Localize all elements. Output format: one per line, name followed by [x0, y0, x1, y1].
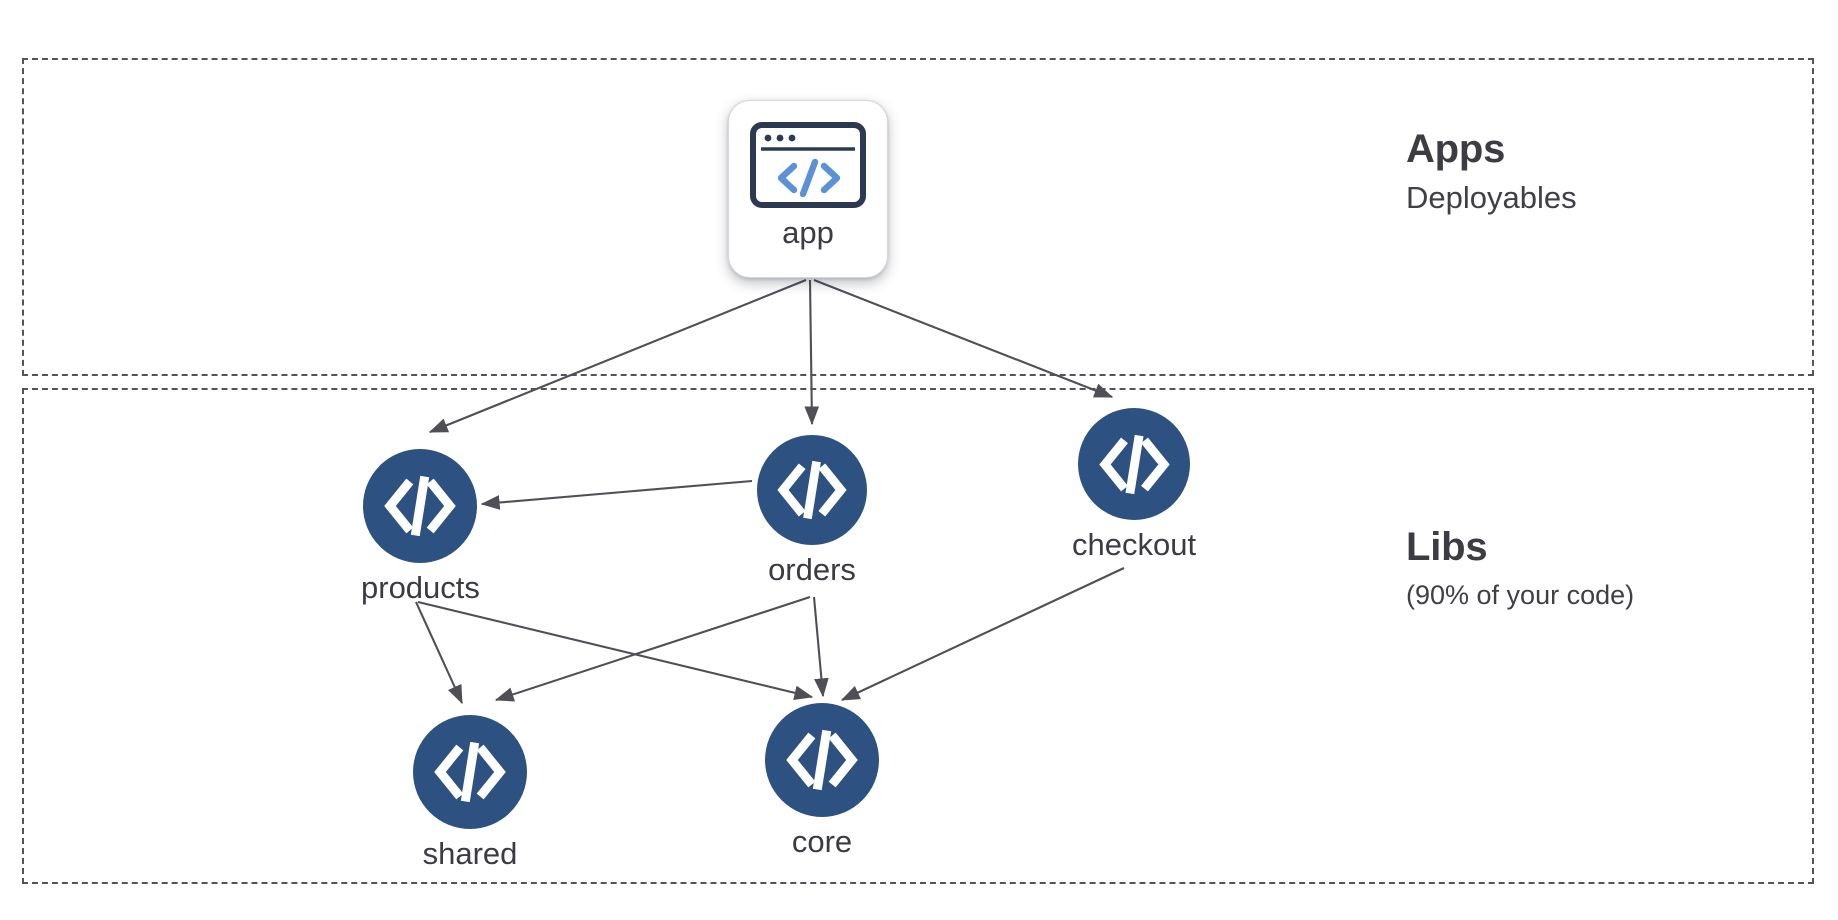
node-core[interactable]: core: [765, 703, 879, 857]
node-shared[interactable]: shared: [413, 715, 527, 869]
code-icon: [434, 741, 506, 803]
node-orders[interactable]: orders: [757, 435, 867, 585]
node-orders-circle: [757, 435, 867, 545]
apps-layer-title: Apps: [1406, 127, 1506, 171]
libs-layer-title: Libs: [1406, 525, 1488, 569]
apps-layer-subtitle: Deployables: [1406, 180, 1577, 216]
node-products-label: products: [361, 570, 480, 605]
libs-layer-caption: Libs (90% of your code): [1406, 524, 1634, 612]
node-products-circle: [363, 449, 478, 563]
node-app[interactable]: app: [728, 100, 888, 278]
node-checkout[interactable]: checkout: [1072, 408, 1196, 560]
apps-layer-boundary: [22, 58, 1814, 376]
node-checkout-circle: [1078, 408, 1191, 520]
node-core-circle: [765, 703, 879, 817]
code-icon: [786, 729, 858, 791]
code-icon: [1098, 434, 1170, 494]
node-products[interactable]: products: [361, 449, 480, 603]
node-checkout-label: checkout: [1072, 527, 1197, 562]
code-icon: [384, 475, 457, 537]
node-orders-label: orders: [768, 552, 856, 587]
code-icon: [777, 460, 847, 520]
apps-layer-caption: Apps Deployables: [1406, 126, 1577, 217]
libs-layer-subtitle: (90% of your code): [1406, 580, 1635, 611]
browser-code-icon: [750, 122, 866, 208]
node-app-label: app: [782, 215, 834, 250]
node-shared-circle: [413, 715, 527, 829]
libs-layer-boundary: [22, 388, 1814, 884]
node-shared-label: shared: [422, 836, 518, 871]
node-core-label: core: [791, 824, 853, 859]
